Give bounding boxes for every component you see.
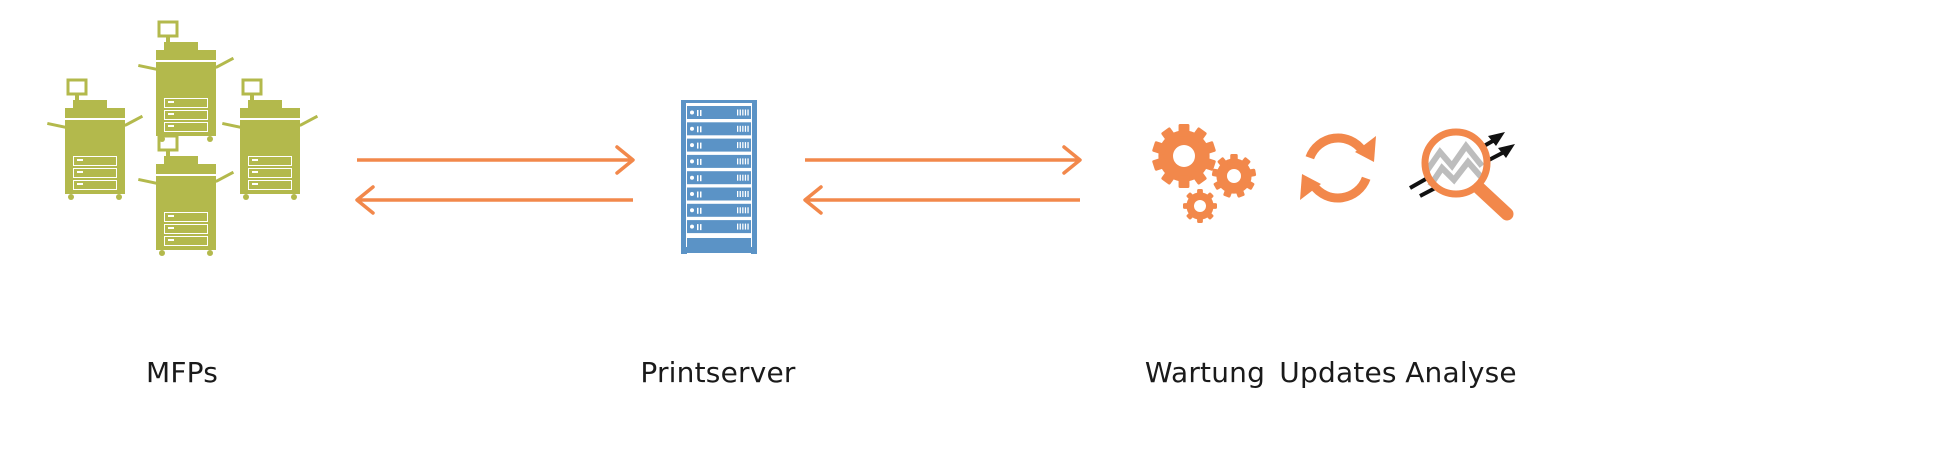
mfp-cluster [45,20,320,258]
server-rack-icon [681,100,757,254]
server-unit [687,138,751,152]
connection-printserver-services [803,145,1082,215]
connection-mfps-printserver [355,145,635,215]
refresh-icon [1300,133,1376,203]
server-unit [687,106,751,119]
label-mfps: MFPs [145,356,219,389]
gear-icon [1152,124,1216,188]
label-printserver: Printserver [640,356,796,389]
gears-icon [1152,124,1257,223]
printer-icon [45,78,145,202]
arrow-head-right [1062,145,1082,175]
label-updates: Updates [1279,356,1397,389]
server-unit [687,203,751,217]
arrow-head-left [803,185,823,215]
arrow-head-right [615,145,635,175]
server-unit [687,220,751,234]
label-wartung: Wartung [1144,356,1266,389]
server-unit [687,171,751,185]
printer-icon [136,20,236,144]
server-unit [687,187,751,201]
printer-icon [136,134,236,258]
server-unit [687,122,751,136]
printer-icon [220,78,320,202]
magnifier-chart-icon [1409,128,1515,221]
label-analyse: Analyse [1405,356,1517,389]
server-unit [687,154,751,168]
gear-icon [1183,189,1217,223]
gear-icon [1211,154,1257,198]
arrow-head-left [355,185,375,215]
